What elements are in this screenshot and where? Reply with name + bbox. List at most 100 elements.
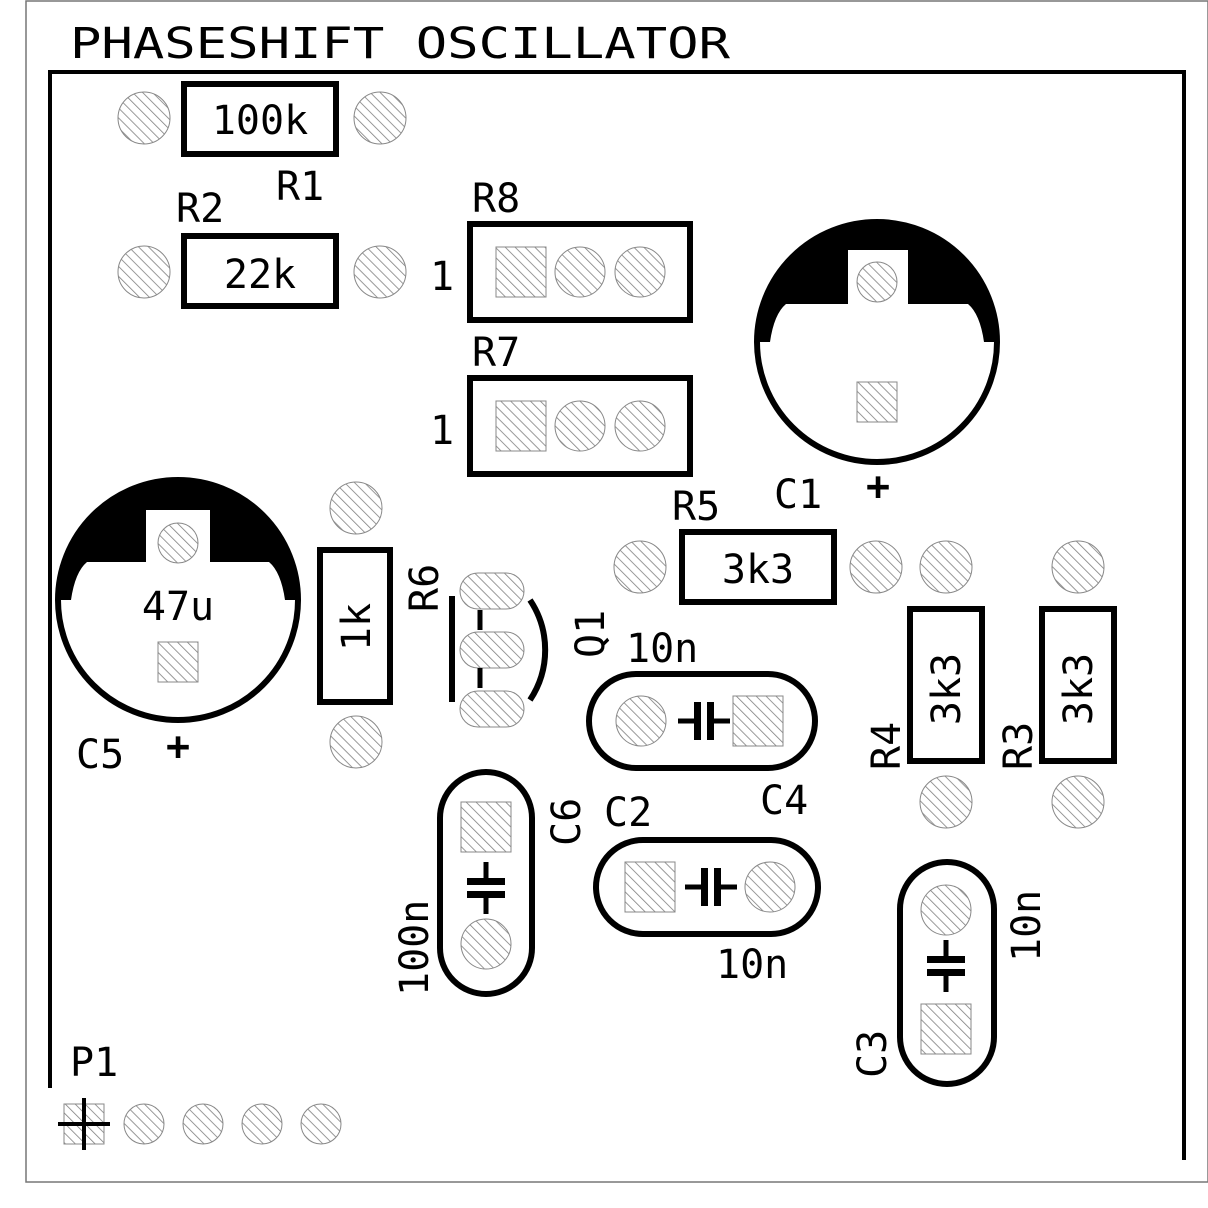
resistor-r4: 3k3 R4 xyxy=(864,540,985,829)
pad xyxy=(554,400,606,452)
pad xyxy=(353,245,407,299)
pad-oval xyxy=(459,690,525,728)
pad xyxy=(614,246,666,298)
capacitor-outline xyxy=(437,769,535,997)
pad-square xyxy=(920,1003,972,1055)
resistor-body xyxy=(181,233,339,309)
resistor-body xyxy=(907,606,985,764)
pad xyxy=(919,775,973,829)
r3-ref: R3 xyxy=(996,722,1042,770)
c2-ref: C2 xyxy=(604,790,652,836)
capacitor-symbol xyxy=(927,956,965,963)
r4-value: 3k3 xyxy=(924,653,970,725)
c5-ref: C5 xyxy=(76,732,124,778)
capacitor-outline xyxy=(897,859,997,1087)
capacitor-c5: 47u C5 + xyxy=(55,477,301,778)
capacitor-symbol xyxy=(694,702,701,740)
capacitor-symbol xyxy=(927,969,965,976)
transistor-outline xyxy=(527,598,549,702)
capacitor-symbol xyxy=(707,702,714,740)
pad-square xyxy=(495,400,547,452)
r7-ref: R7 xyxy=(472,330,520,376)
resistor-body xyxy=(181,81,339,157)
transistor-q1: Q1 xyxy=(449,572,614,728)
pad-square xyxy=(460,801,512,853)
board-title: PHASESHIFT OSCILLATOR xyxy=(70,19,730,69)
trimmer-body xyxy=(467,375,693,477)
pad xyxy=(849,540,903,594)
pad xyxy=(613,540,667,594)
pad xyxy=(1051,775,1105,829)
r2-ref: R2 xyxy=(176,186,224,232)
resistor-r2: R2 22k xyxy=(117,186,407,309)
capacitor-c4: 10n C4 xyxy=(586,626,818,824)
pad xyxy=(920,884,972,936)
pad xyxy=(157,522,199,564)
r3-value: 3k3 xyxy=(1056,653,1102,725)
c5-polarity: + xyxy=(166,724,190,770)
polarity-band xyxy=(58,480,298,600)
c4-value: 10n xyxy=(626,626,698,672)
r5-ref: R5 xyxy=(672,484,720,530)
r6-ref: R6 xyxy=(402,564,448,612)
pad xyxy=(329,715,383,769)
trimmer-r8: R8 1 xyxy=(430,176,693,323)
capacitor-outline xyxy=(593,837,821,937)
c3-ref: C3 xyxy=(850,1030,896,1078)
connector-p1: P1 xyxy=(58,1040,342,1150)
r1-ref: R1 xyxy=(276,164,324,210)
capacitor-c3: 10n C3 xyxy=(850,859,1050,1087)
pad xyxy=(117,91,171,145)
pad xyxy=(554,246,606,298)
c2-value: 10n xyxy=(716,942,788,988)
pad xyxy=(1051,540,1105,594)
pad xyxy=(123,1103,165,1145)
capacitor-outline xyxy=(586,671,818,771)
resistor-body xyxy=(317,547,393,705)
board-outline xyxy=(48,70,1186,1160)
pad xyxy=(117,245,171,299)
outer-frame xyxy=(25,0,1208,1183)
c5-value: 47u xyxy=(142,584,214,630)
c1-ref: C1 xyxy=(774,472,822,518)
capacitor-c6: C6 100n xyxy=(392,769,590,997)
pad xyxy=(353,91,407,145)
c6-ref: C6 xyxy=(544,798,590,846)
pad-oval xyxy=(459,572,525,610)
r1-value: 100k xyxy=(212,98,308,144)
q1-ref: Q1 xyxy=(568,610,614,658)
pad-square xyxy=(495,246,547,298)
pad xyxy=(614,400,666,452)
p1-ref: P1 xyxy=(70,1040,118,1086)
pad xyxy=(329,481,383,535)
resistor-body xyxy=(1039,606,1117,764)
r2-value: 22k xyxy=(224,252,296,298)
capacitor-c1: C1 + xyxy=(754,219,1000,518)
r8-pin1: 1 xyxy=(430,254,454,300)
c3-value: 10n xyxy=(1004,890,1050,962)
pad xyxy=(615,695,667,747)
resistor-body xyxy=(679,529,837,605)
pad xyxy=(182,1103,224,1145)
capacitor-symbol xyxy=(467,891,505,898)
capacitor-symbol xyxy=(701,868,708,906)
r5-value: 3k3 xyxy=(722,547,794,593)
trimmer-r7: R7 1 xyxy=(430,330,693,477)
r6-value: 1k xyxy=(334,603,380,651)
pad-square xyxy=(856,381,898,423)
pad xyxy=(856,261,898,303)
c4-ref: C4 xyxy=(760,778,808,824)
pad xyxy=(744,861,796,913)
pad xyxy=(919,540,973,594)
resistor-r1: 100k R1 xyxy=(117,81,407,210)
c1-polarity: + xyxy=(866,464,890,510)
pad-square xyxy=(732,695,784,747)
trimmer-body xyxy=(467,221,693,323)
r4-ref: R4 xyxy=(864,722,910,770)
polarity-band xyxy=(757,222,997,342)
capacitor-symbol xyxy=(714,868,721,906)
capacitor-c2: C2 10n xyxy=(593,790,821,988)
resistor-r3: 3k3 R3 xyxy=(996,540,1117,829)
pad xyxy=(300,1103,342,1145)
